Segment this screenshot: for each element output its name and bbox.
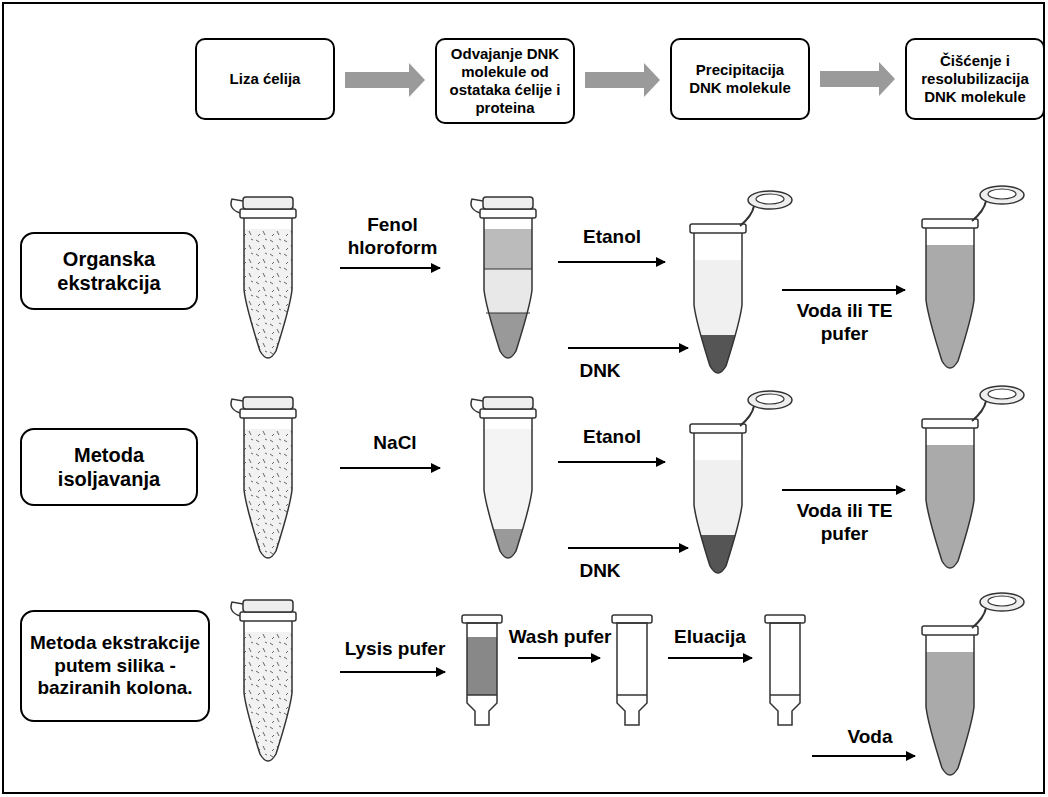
step-label: Voda ili TE pufer (782, 300, 907, 346)
method-box: Organska ekstrakcija (20, 232, 198, 310)
tube (922, 186, 1024, 385)
box-text: Organska ekstrakcija (28, 247, 190, 295)
step-label: DNK (570, 360, 630, 383)
flow-arrow (820, 62, 895, 96)
tube (471, 397, 536, 579)
box-text: Metoda isoljavanja (28, 443, 190, 491)
box-text: Odvajanje DNK molekule od ostataka ćelij… (443, 45, 567, 117)
method-box: Metoda isoljavanja (20, 428, 198, 506)
flow-arrow (585, 63, 660, 97)
step-box: Čišćenje i resolubilizacija DNK molekule (905, 38, 1045, 120)
step-label: DNK (570, 560, 630, 583)
step-box: Liza ćelija (195, 38, 335, 120)
box-text: Metoda ekstrakcije putem silika - bazira… (28, 632, 202, 700)
tube (922, 593, 1024, 792)
tube (231, 397, 296, 569)
spin-column (612, 615, 652, 725)
tube (231, 600, 296, 772)
tube (690, 391, 792, 595)
spin-column (765, 615, 805, 725)
step-label: Voda ili TE pufer (782, 500, 907, 546)
step-label: Voda (835, 726, 905, 749)
tube (231, 197, 296, 369)
method-box: Metoda ekstrakcije putem silika - bazira… (20, 610, 210, 722)
box-text: Čišćenje i resolubilizacija DNK molekule (913, 52, 1037, 106)
step-label: Fenol hloroform (340, 214, 445, 260)
box-text: Liza ćelija (230, 70, 301, 88)
tube (922, 386, 1024, 585)
step-label: NaCl (350, 432, 440, 455)
step-label: Etanol (562, 426, 662, 449)
spin-column (462, 615, 502, 725)
step-label: Lysis pufer (335, 638, 455, 661)
tube (690, 191, 792, 395)
step-box: Precipitacija DNK molekule (670, 38, 810, 120)
tube (471, 197, 536, 373)
flow-arrow (345, 63, 425, 97)
step-box: Odvajanje DNK molekule od ostataka ćelij… (435, 38, 575, 124)
box-text: Precipitacija DNK molekule (678, 61, 802, 97)
step-label: Wash pufer (505, 626, 615, 649)
step-label: Etanol (562, 226, 662, 249)
step-label: Eluacija (660, 626, 760, 649)
